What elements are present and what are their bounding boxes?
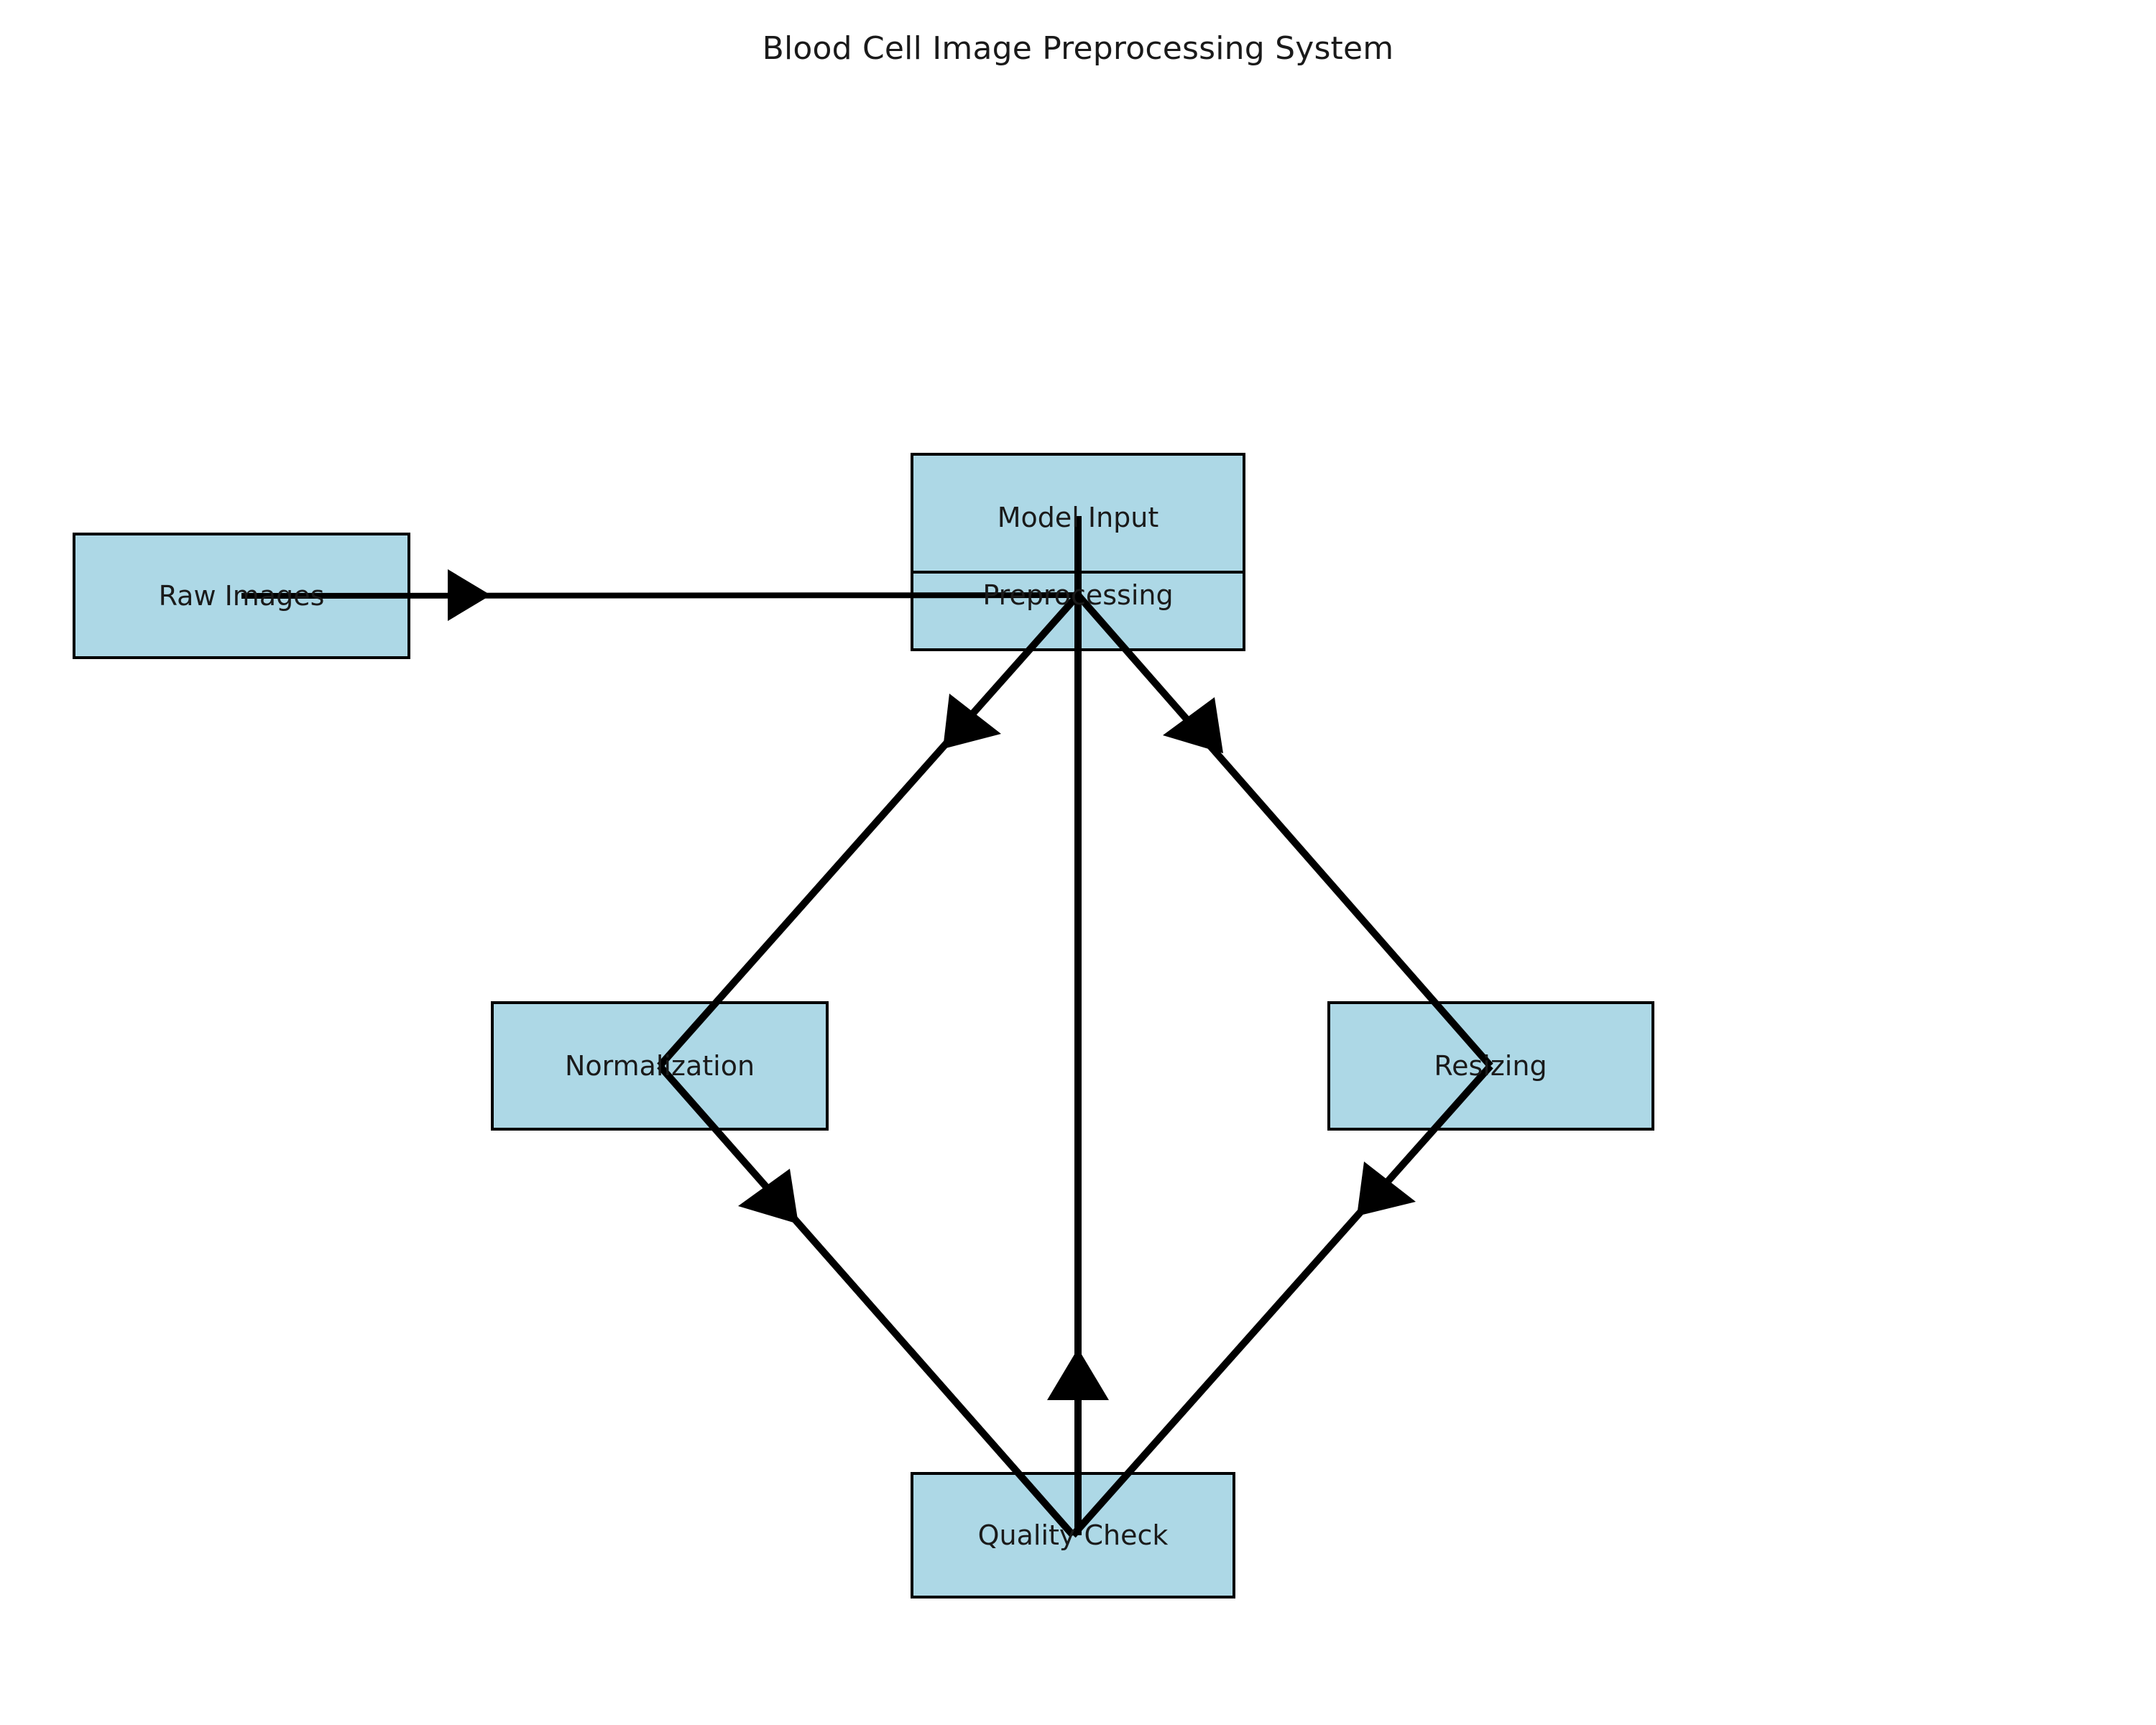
arrowhead-raw-to-preprocessing [448, 569, 491, 621]
edge-preprocessing-to-resizing [1075, 592, 1493, 1069]
node-resizing[interactable] [1327, 1001, 1654, 1131]
edge-quality-check-to-model-input [1047, 516, 1109, 1535]
arrowhead-preprocessing-to-normalization [943, 694, 1001, 749]
arrowhead-quality-check-to-resizing [1357, 1162, 1416, 1216]
arrowhead-quality-check-to-model-input [1047, 1348, 1109, 1400]
page-title: Blood Cell Image Preprocessing System [762, 30, 1394, 67]
arrowhead-normalization-to-quality-check [738, 1169, 798, 1224]
edge-preprocessing-to-normalization [657, 592, 1081, 1069]
edge-raw-to-preprocessing [241, 569, 1079, 621]
arrowhead-preprocessing-to-resizing [1163, 697, 1223, 753]
edge-normalization-to-quality-check [657, 1063, 1076, 1538]
edge-quality-check-to-resizing [1070, 1063, 1493, 1538]
